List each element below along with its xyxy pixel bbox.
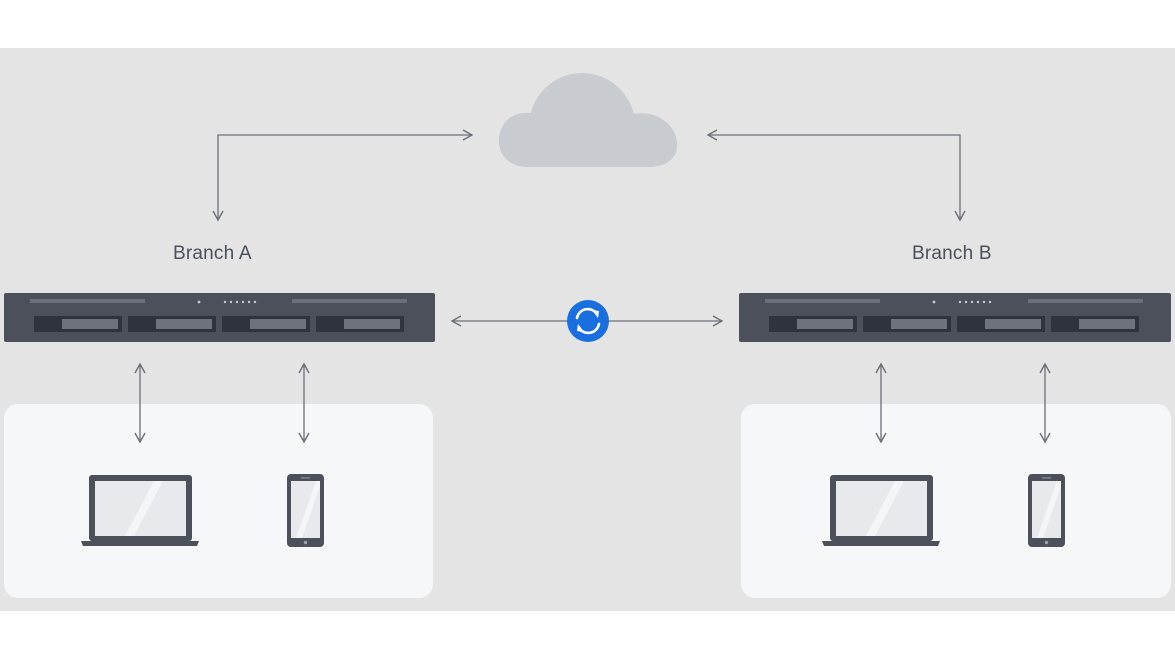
branch-b-smartphone-icon <box>1028 474 1065 547</box>
branch-a-rack-server-icon <box>4 293 435 342</box>
cloud-icon <box>498 73 678 167</box>
cloud-branch-a-connector <box>212 129 474 222</box>
branch-a-laptop-icon <box>81 475 199 546</box>
cloud-branch-b-connector <box>706 129 966 222</box>
branch-b-clients-card <box>741 404 1171 598</box>
branch-b-laptop-icon <box>822 475 940 546</box>
sync-icon <box>567 300 609 342</box>
branch-a-clients-card <box>4 404 433 598</box>
branch-a-label: Branch A <box>173 243 252 264</box>
branch-a-smartphone-icon <box>287 474 324 547</box>
branch-b-rack-server-icon <box>739 293 1171 342</box>
branch-b-label: Branch B <box>912 243 992 264</box>
